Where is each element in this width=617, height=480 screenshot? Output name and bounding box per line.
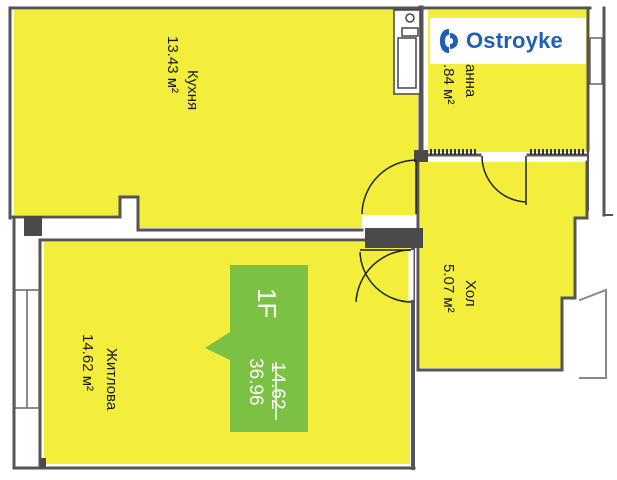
- wall-blocks: [24, 150, 428, 468]
- window-living: [14, 289, 40, 409]
- doors: [355, 153, 527, 303]
- room-kitchen: [14, 10, 418, 228]
- hall-name: Хол: [462, 280, 479, 307]
- bathroom-area: .84 м²: [440, 64, 457, 104]
- walls: [8, 5, 613, 470]
- kitchen-unit: [393, 9, 421, 95]
- living-name: Житлова: [103, 348, 120, 411]
- room-hall: [420, 162, 587, 368]
- bathroom-name: анна: [462, 64, 479, 98]
- hall-area: 5.07 м²: [440, 264, 457, 313]
- apartment-badge: 1F 14.62 36.96: [205, 265, 308, 432]
- window-bathroom: [589, 37, 603, 85]
- living-area: 14.62 м²: [79, 334, 96, 391]
- brand-name: Ostroyke: [466, 28, 563, 53]
- badge-type: 1F: [252, 288, 282, 318]
- kitchen-area: 13.43 м²: [164, 36, 181, 93]
- kitchen-name: Кухня: [184, 70, 201, 110]
- brand-logo[interactable]: Ostroyke: [430, 18, 586, 64]
- ostroyke-logo-mark-icon: [440, 29, 458, 53]
- badge-total-area: 36.96: [245, 358, 266, 406]
- badge-living-area: 14.62: [267, 362, 288, 410]
